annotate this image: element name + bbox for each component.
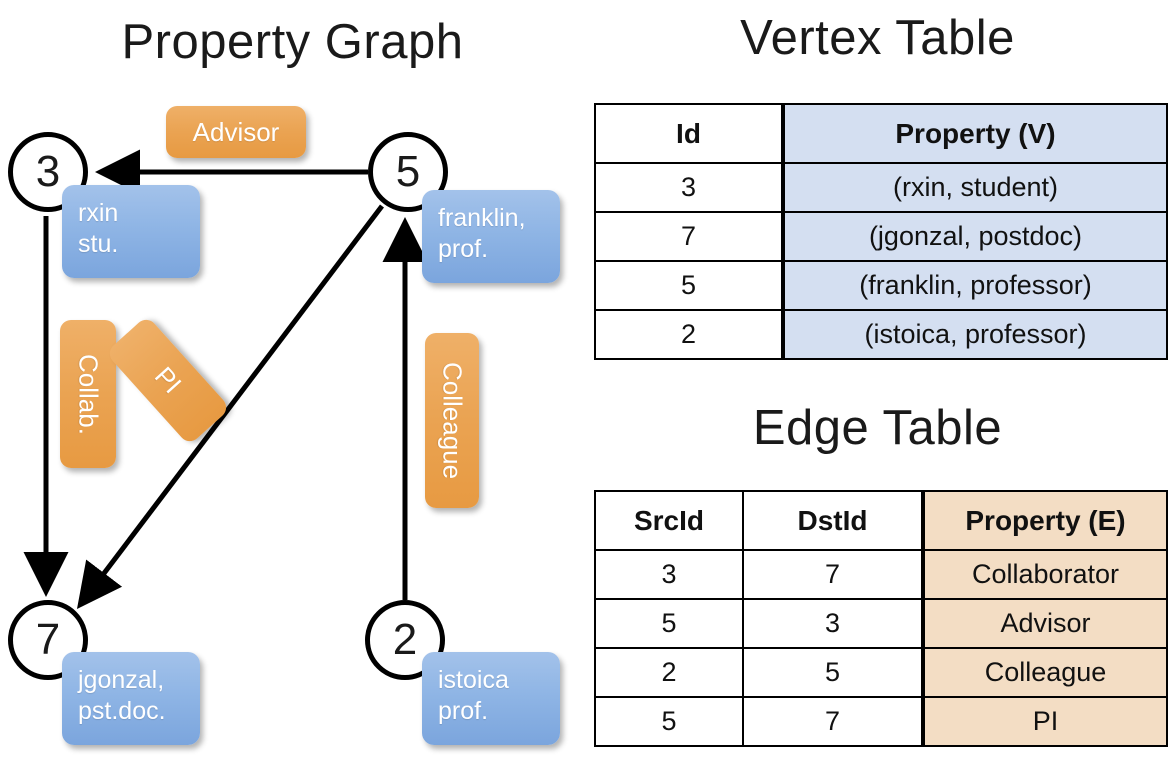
vertex-table-cell-property: (istoica, professor) [781,309,1168,360]
edge-property-box-advisor: Advisor [166,106,306,158]
vertex-property-box-7: jgonzal, pst.doc. [62,652,200,745]
vertex-property-7-line2: pst.doc. [78,696,166,725]
vertex-table-cell-property: (franklin, professor) [781,260,1168,311]
table-row: 3 (rxin, student) [594,162,1168,213]
edge-table-cell-srcid: 2 [594,647,744,698]
vertex-property-box-5: franklin, prof. [422,190,560,283]
graph-node-7-label: 7 [35,615,61,664]
edge-property-colleague-text: Colleague [437,361,468,480]
edge-property-box-colleague: Colleague [425,333,479,508]
vertex-table-header-property: Property (V) [781,103,1168,164]
graph-node-2[interactable]: 2 [365,600,445,680]
edge-table-cell-property: Advisor [921,598,1168,649]
page-title-property-graph: Property Graph [121,15,464,69]
vertex-table-cell-property: (jgonzal, postdoc) [781,211,1168,262]
table-row: 3 7 Collaborator [594,549,1168,600]
edge-property-box-collab: Collab. [60,320,116,468]
vertex-property-2-line2: prof. [438,696,489,725]
edge-table-cell-property: Collaborator [921,549,1168,600]
edge-table-header-dstid: DstId [742,490,924,551]
vertex-table-cell-id: 2 [594,309,784,360]
vertex-property-5-line2: prof. [438,234,489,263]
vertex-table-cell-id: 5 [594,260,784,311]
vertex-table-cell-id: 3 [594,162,784,213]
vertex-table-cell-property: (rxin, student) [781,162,1168,213]
property-graph-diagram: 3 5 7 2 rxin stu. franklin, prof. jgonza… [8,106,560,745]
edge-property-pi-text: PI [148,360,188,400]
edge-table-cell-dstid: 3 [742,598,924,649]
edge-arrow-5-to-7 [76,204,384,609]
edge-table-cell-dstid: 7 [742,549,924,600]
edge-property-advisor-text: Advisor [192,116,280,147]
table-row: 5 3 Advisor [594,598,1168,649]
vertex-property-box-2: istoica prof. [422,652,560,745]
table-header-row: SrcId DstId Property (E) [594,490,1168,551]
edge-table: SrcId DstId Property (E) 3 7 Collaborato… [594,490,1168,747]
graph-edges-svg [23,149,428,609]
graph-node-3-label: 3 [35,147,61,196]
edge-table-cell-dstid: 5 [742,647,924,698]
edge-table-cell-srcid: 5 [594,598,744,649]
vertex-property-box-3: rxin stu. [62,185,200,278]
vertex-table-header-id: Id [594,103,784,164]
graph-node-2-label: 2 [392,615,418,664]
graph-node-5[interactable]: 5 [368,132,448,212]
vertex-table-cell-id: 7 [594,211,784,262]
edge-table-cell-srcid: 5 [594,696,744,747]
table-row: 5 7 PI [594,696,1168,747]
edge-table-cell-property: Colleague [921,647,1168,698]
edge-table-cell-dstid: 7 [742,696,924,747]
vertex-table: Id Property (V) 3 (rxin, student) 7 (jgo… [594,103,1168,360]
table-row: 5 (franklin, professor) [594,260,1168,311]
page-title-edge-table: Edge Table [752,401,1003,455]
table-header-row: Id Property (V) [594,103,1168,164]
vertex-property-3-line1: rxin [78,199,119,227]
edge-table-cell-srcid: 3 [594,549,744,600]
table-row: 7 (jgonzal, postdoc) [594,211,1168,262]
edge-table-cell-property: PI [921,696,1168,747]
edge-table-header-property: Property (E) [921,490,1168,551]
edge-table-header-srcid: SrcId [594,490,744,551]
table-row: 2 5 Colleague [594,647,1168,698]
vertex-property-7-line1: jgonzal, [78,666,165,694]
edge-property-collab-text: Collab. [73,353,104,435]
graph-node-5-label: 5 [395,147,421,196]
vertex-property-5-line1: franklin, [438,204,526,232]
vertex-property-2-line1: istoica [438,666,509,694]
table-row: 2 (istoica, professor) [594,309,1168,360]
page-title-vertex-table: Vertex Table [740,11,1015,65]
vertex-property-3-line2: stu. [78,229,119,258]
